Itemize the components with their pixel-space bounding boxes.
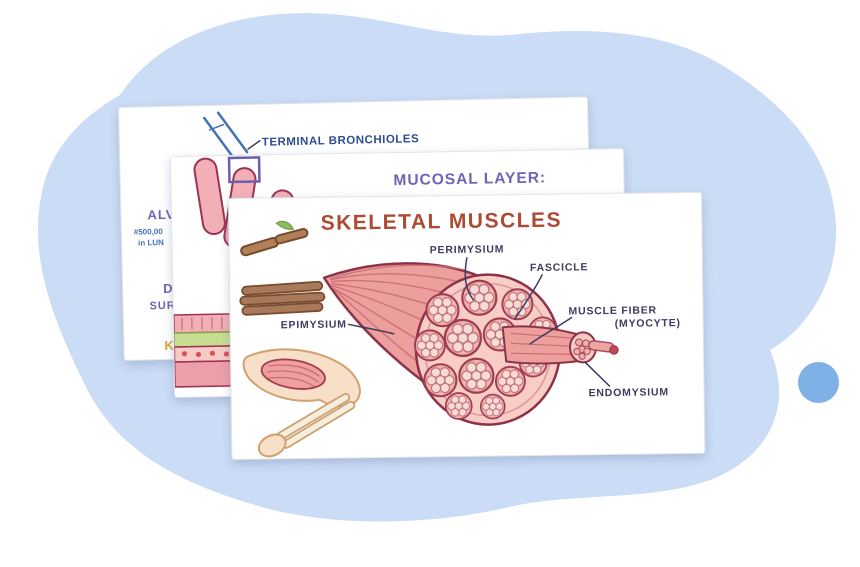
mucosal-layer-title: MUCOSAL LAYER: xyxy=(393,169,546,189)
label-pointer-lines xyxy=(347,257,611,387)
card-terminal-bronchioles[interactable]: TERMINAL BRONCHIOLES ALV #500,00 in LUN … xyxy=(118,96,594,361)
bronchiole-tube-sketch xyxy=(203,111,249,159)
background-dot-accent xyxy=(798,362,839,403)
perimysium-pointer-line xyxy=(464,257,475,301)
card-skeletal-muscles[interactable]: SKELETAL MUSCLES xyxy=(228,191,706,460)
fascicle-pointer-line xyxy=(513,274,543,321)
muscle-fiber-label: MUSCLE FIBER xyxy=(568,304,657,317)
fascicle-label: FASCICLE xyxy=(530,261,588,274)
magnifier-box xyxy=(227,156,261,184)
arm-illustration xyxy=(242,348,361,458)
alveoli-fragment: ALV xyxy=(147,207,175,223)
d-fragment: D xyxy=(163,281,173,296)
perimysium-label: PERIMYSIUM xyxy=(430,243,505,256)
biceps-muscle xyxy=(260,358,326,390)
k-fragment: K xyxy=(164,338,174,353)
fiber-rod-sketches xyxy=(239,220,326,316)
bronchioles-left-notes: ALV #500,00 in LUN D SUR K xyxy=(134,207,176,353)
endomysium-pointer-line xyxy=(584,361,611,387)
muscle-fiber-pointer-line xyxy=(529,316,573,345)
stat-fragment-1: #500,00 xyxy=(134,227,164,237)
fascicle-bundle xyxy=(501,325,619,365)
skeletal-muscles-title: SKELETAL MUSCLES xyxy=(320,209,562,235)
terminal-bronchioles-label: TERMINAL BRONCHIOLES xyxy=(262,133,420,149)
skeletal-muscle-illustration: SKELETAL MUSCLES xyxy=(239,209,681,458)
sprout-icon xyxy=(275,220,295,230)
sur-fragment: SUR xyxy=(149,300,175,313)
epimysium-pointer-line xyxy=(347,323,395,335)
endomysium-label: ENDOMYSIUM xyxy=(589,386,669,399)
epimysium-label: EPIMYSIUM xyxy=(281,318,347,331)
myocyte-sublabel: (MYOCYTE) xyxy=(615,317,681,330)
bronchioles-illustration: TERMINAL BRONCHIOLES ALV #500,00 in LUN … xyxy=(134,111,420,353)
single-muscle-fiber xyxy=(588,340,619,355)
stat-fragment-2: in LUN xyxy=(138,238,164,248)
